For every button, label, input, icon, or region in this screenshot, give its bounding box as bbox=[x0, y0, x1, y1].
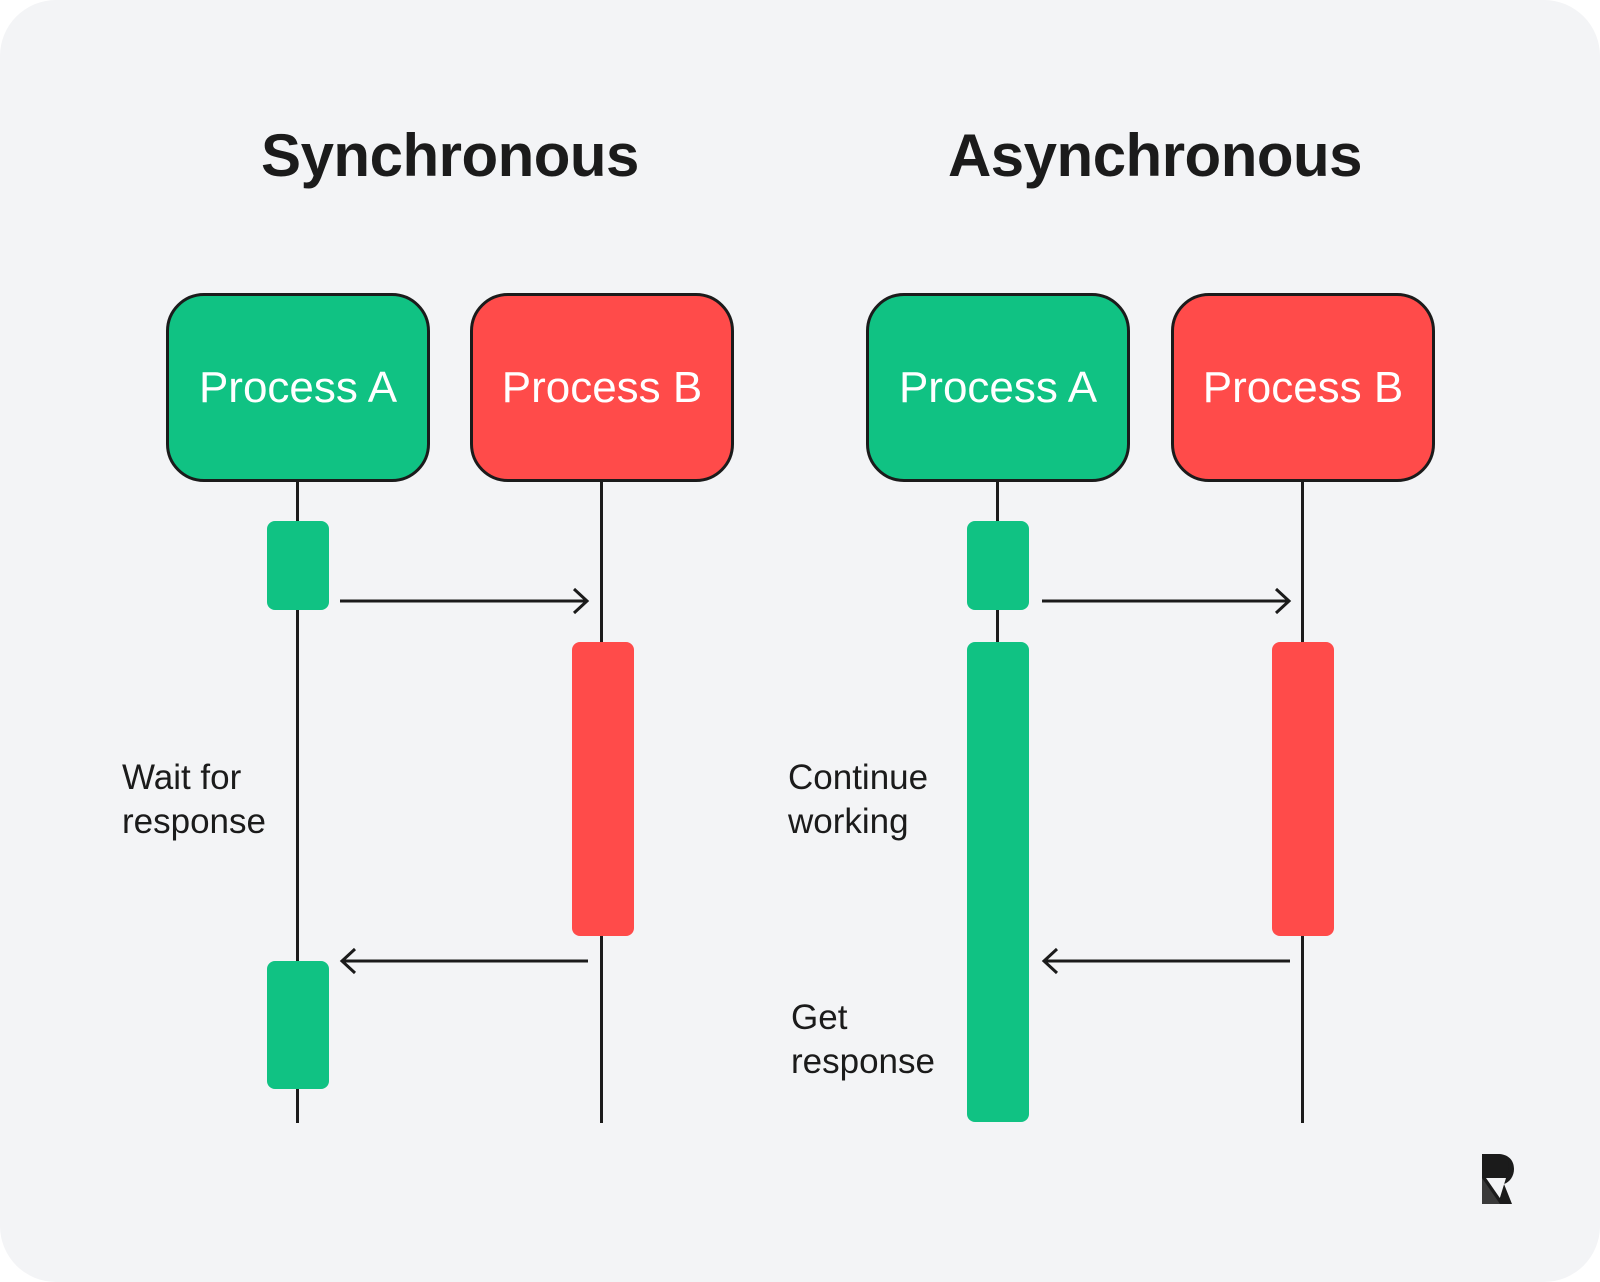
sync-process-b-activation bbox=[572, 642, 634, 936]
sync-wait-note-line-2: response bbox=[122, 802, 266, 841]
sync-process-a-response-activation bbox=[267, 961, 329, 1089]
sync-process-a-request-activation bbox=[267, 521, 329, 610]
sync-response-arrow bbox=[339, 947, 588, 975]
async-process-a-box: Process A bbox=[866, 293, 1130, 482]
sync-wait-note-line-1: Wait for bbox=[122, 758, 242, 797]
sync-process-b-box: Process B bbox=[470, 293, 734, 482]
sync-process-b-label: Process B bbox=[501, 362, 703, 412]
async-process-a-continue-activation bbox=[967, 642, 1029, 1122]
brand-logo-icon bbox=[1482, 1154, 1514, 1204]
sync-wait-note: Wait for response bbox=[122, 756, 266, 844]
async-process-b-activation bbox=[1272, 642, 1334, 936]
sync-process-a-lifeline bbox=[296, 482, 299, 1123]
asynchronous-title: Asynchronous bbox=[947, 122, 1363, 189]
synchronous-title: Synchronous bbox=[261, 122, 639, 189]
async-continue-note: Continue working bbox=[788, 756, 928, 844]
async-request-arrow bbox=[1042, 587, 1292, 615]
sync-request-arrow bbox=[340, 587, 590, 615]
async-process-a-label: Process A bbox=[898, 362, 1098, 412]
async-continue-note-line-1: Continue bbox=[788, 758, 929, 797]
async-process-b-box: Process B bbox=[1171, 293, 1435, 482]
async-response-arrow bbox=[1041, 947, 1290, 975]
sync-process-a-box: Process A bbox=[166, 293, 430, 482]
async-process-a-request-activation bbox=[967, 521, 1029, 610]
async-response-note-line-1: Get bbox=[791, 998, 848, 1037]
async-response-note: Get response bbox=[791, 996, 935, 1084]
async-response-note-line-2: response bbox=[791, 1042, 935, 1081]
async-process-b-label: Process B bbox=[1202, 362, 1404, 412]
async-continue-note-line-2: working bbox=[788, 802, 909, 841]
sync-process-a-label: Process A bbox=[198, 362, 398, 412]
